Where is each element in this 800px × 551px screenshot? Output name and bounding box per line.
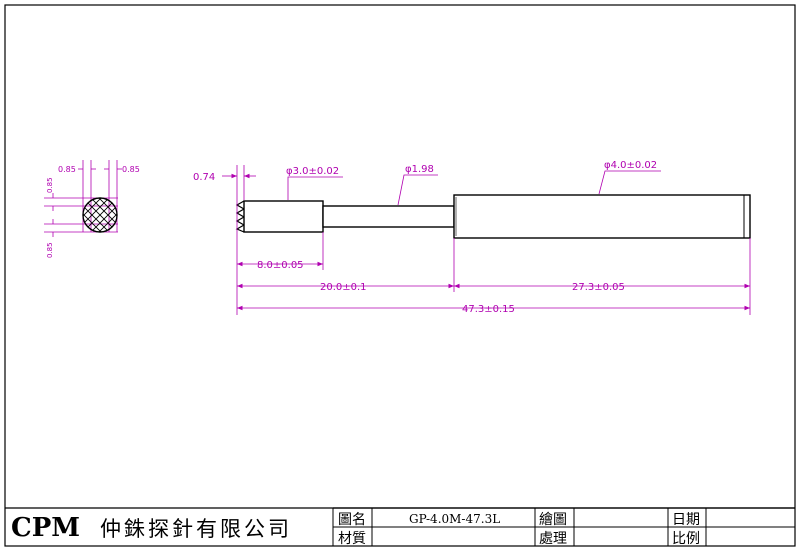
end-dim-top-right: 0.85 xyxy=(122,165,140,174)
leader-neck-diameter xyxy=(397,174,438,206)
sheet-border xyxy=(4,4,796,547)
scale-label: 比例 xyxy=(672,531,700,547)
dim-barrel-diameter: φ4.0±0.02 xyxy=(604,160,657,171)
company-name: 仲銖探針有限公司 xyxy=(100,517,292,541)
end-dim-left-upper: 0.85 xyxy=(46,177,54,193)
title-block: CPM 仲銖探針有限公司 圖名 GP-4.0M-47.3L 材質 繪圖 處理 日… xyxy=(5,507,795,547)
company-logo: CPM xyxy=(11,513,80,543)
end-dim-left-lower: 0.85 xyxy=(46,242,54,258)
crown-tip-outline xyxy=(82,197,118,233)
dim-head-diameter: φ3.0±0.02 xyxy=(286,166,339,177)
date-label: 日期 xyxy=(672,512,700,528)
probe-head xyxy=(243,200,324,233)
dim-barrel-length: 27.3±0.05 xyxy=(572,282,625,293)
crown-teeth xyxy=(235,200,246,233)
dim-neck-diameter: φ1.98 xyxy=(405,164,434,175)
end-dim-top-left: 0.85 xyxy=(58,165,76,174)
end-view: 0.85 0.85 0.85 0.85 xyxy=(44,160,140,258)
probe-neck xyxy=(322,205,455,228)
drawing-name-label: 圖名 xyxy=(338,512,366,528)
leader-barrel-diameter xyxy=(598,170,661,195)
dim-head-length: 8.0±0.05 xyxy=(257,260,304,271)
dim-overall-length: 47.3±0.15 xyxy=(462,304,515,315)
side-view: 0.74 φ3.0±0.02 φ1.98 φ4.0±0.02 8.0±0.05 … xyxy=(193,160,751,315)
drawing-name-value: GP-4.0M-47.3L xyxy=(409,512,500,526)
crown-tip-grid xyxy=(83,198,117,232)
side-extension-lines xyxy=(236,165,751,315)
processed-label: 處理 xyxy=(539,531,567,547)
probe-barrel xyxy=(453,194,751,239)
leader-head-diameter xyxy=(287,176,343,200)
dim-tip-depth: 0.74 xyxy=(193,172,215,183)
dim-front-length: 20.0±0.1 xyxy=(320,282,367,293)
material-label: 材質 xyxy=(338,531,366,547)
drafted-label: 繪圖 xyxy=(539,511,567,528)
end-view-dim-lines xyxy=(44,160,122,237)
